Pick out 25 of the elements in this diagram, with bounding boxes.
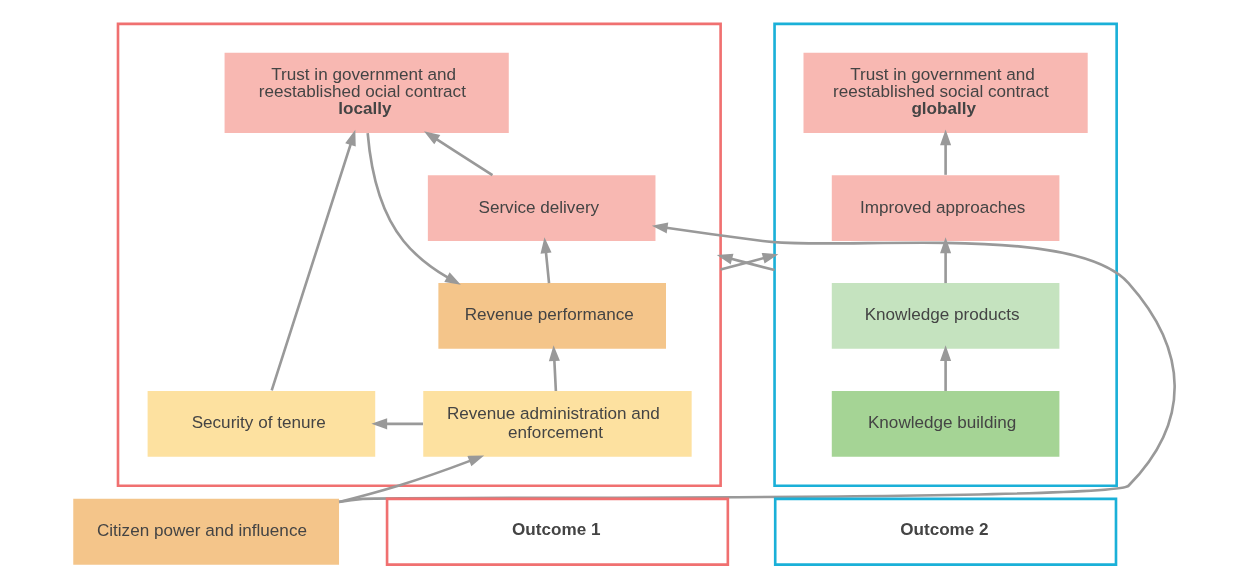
node-box: Outcome 2 [773, 497, 1117, 566]
node-box: Outcome 1 [385, 497, 729, 566]
arrow [338, 222, 1175, 504]
arrow [548, 345, 560, 392]
node-box: Trust in government and reestablished ocial contract locally [224, 52, 509, 134]
arrow [269, 129, 356, 391]
arrow [370, 418, 423, 430]
node-box: Citizen power and influence [72, 498, 339, 565]
node-box: Service delivery [427, 175, 655, 241]
node-box: Improved approaches [831, 175, 1059, 241]
arrow [939, 345, 951, 391]
arrow [423, 131, 493, 177]
node-box: Revenue performance [437, 283, 666, 349]
node-box: Knowledge products [831, 283, 1059, 349]
arrow [540, 237, 552, 284]
arrow [939, 129, 951, 175]
node-box: Security of tenure [147, 390, 375, 457]
node-box: Knowledge building [831, 390, 1059, 457]
cluster [772, 22, 1118, 487]
cluster [116, 22, 722, 487]
node-box: Trust in government and reestablished social contract globally [803, 52, 1088, 134]
arrow [365, 133, 461, 285]
arrow [939, 237, 951, 284]
arrow [338, 455, 484, 504]
node-box: Revenue administration and enforcement [422, 390, 692, 457]
